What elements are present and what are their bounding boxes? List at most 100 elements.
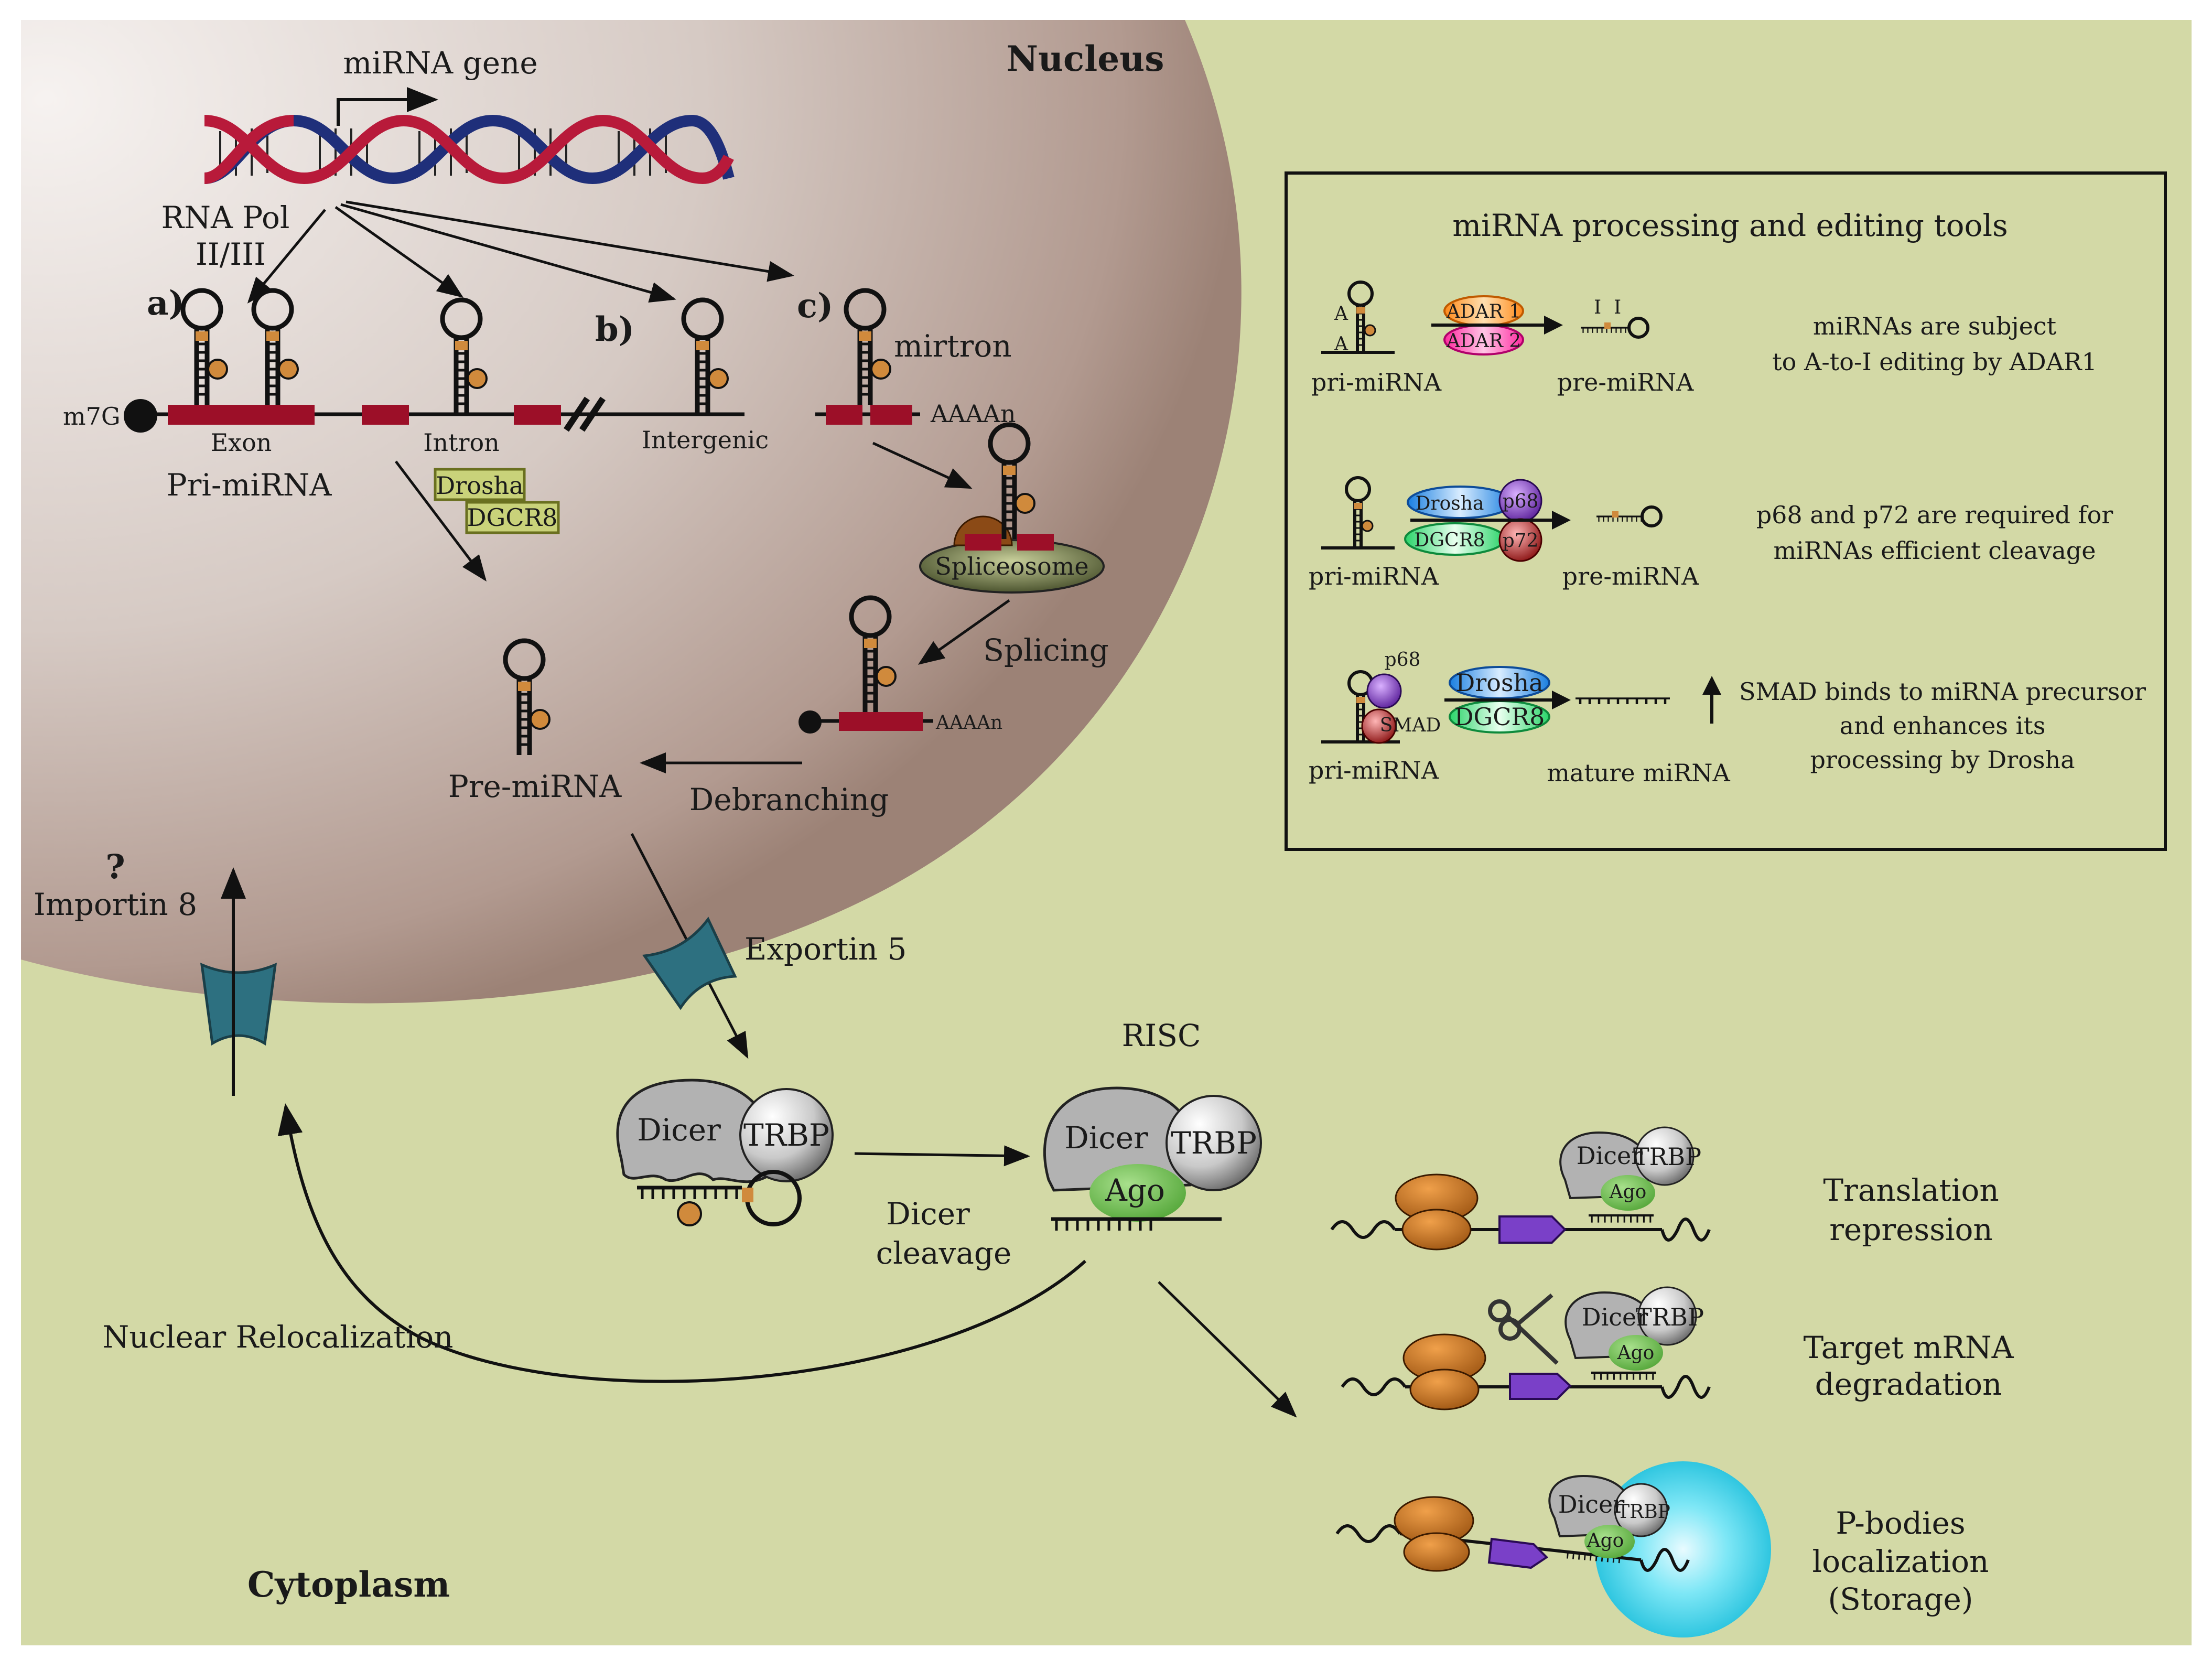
rna-pol-label-1: RNA Pol (161, 200, 290, 235)
outcome3-label-b: localization (1812, 1544, 1989, 1579)
dicer-complex (616, 1079, 834, 1226)
outcome1-trbp: TRBP (1633, 1143, 1701, 1171)
importin-8-channel (200, 962, 277, 1046)
polya-label-2: AAAAn (935, 712, 1002, 734)
row1-right: pre-miRNA (1557, 368, 1694, 396)
row2-enz2: p68 (1503, 491, 1539, 512)
cap-label: m7G (63, 402, 121, 430)
outcome3-dicer: Dicer (1558, 1490, 1625, 1518)
row3-p68: p68 (1385, 649, 1421, 671)
path-a-label: a) (147, 284, 185, 323)
outcome1-label-a: Translation (1823, 1172, 1999, 1208)
scissors-icon (1488, 1293, 1559, 1365)
nuclear-relocalization-arrow (277, 1103, 1087, 1383)
svg-text:A: A (1334, 333, 1348, 355)
dicer-cleavage-label-2: cleavage (876, 1235, 1012, 1271)
outcome1-label-b: repression (1829, 1212, 1993, 1247)
spliced-lariat (799, 598, 933, 734)
gene-label: miRNA gene (343, 45, 537, 81)
row2-note2: miRNAs efficient cleavage (1774, 536, 2096, 565)
splicing-label: Splicing (983, 632, 1108, 668)
dgcr8-box-label: DGCR8 (467, 503, 558, 532)
svg-text:I: I (1594, 297, 1601, 318)
drosha-box-label: Drosha (436, 471, 523, 500)
row3-right: mature miRNA (1547, 759, 1730, 787)
splicing-arrow (918, 599, 1010, 665)
row1-left: pri-miRNA (1311, 368, 1442, 396)
tools-row-cleavage (1321, 478, 1663, 562)
drosha-processing-arrow (395, 460, 487, 581)
outcome2-label-b: degradation (1815, 1366, 2002, 1402)
risc-complex (1043, 1086, 1262, 1231)
cytoplasm-title: Cytoplasm (247, 1564, 450, 1605)
to-spliceosome-arrow (872, 441, 973, 489)
risc-label: RISC (1122, 1018, 1201, 1053)
spliceosome-label: Spliceosome (935, 552, 1088, 580)
pre-mirna-label: Pre-miRNA (448, 769, 622, 804)
row1-enz1: ADAR 1 (1446, 301, 1521, 322)
pri-mirna-label: Pri-miRNA (167, 467, 332, 503)
m7g-cap (124, 399, 157, 433)
row1-enz2: ADAR 2 (1446, 330, 1521, 352)
row3-left: pri-miRNA (1309, 756, 1439, 784)
pri-mirna-transcript (124, 290, 744, 433)
dicer-label: Dicer (637, 1112, 721, 1148)
outcome3-label-c: (Storage) (1828, 1581, 1973, 1617)
exon-block-2 (362, 405, 409, 425)
drosha-dgcr8-complex (434, 468, 560, 534)
mrna-degradation-scene (1341, 1286, 1711, 1410)
path-c-label: c) (797, 286, 833, 326)
outcome3-ago: Ago (1587, 1530, 1624, 1552)
row2-enz4: p72 (1503, 530, 1539, 552)
trbp-label: TRBP (743, 1117, 829, 1153)
risc-trbp-label: TRBP (1171, 1125, 1257, 1161)
mirtron-label: mirtron (894, 328, 1012, 364)
intergenic-label: Intergenic (642, 426, 769, 454)
row2-note1: p68 and p72 are required for (1756, 501, 2113, 529)
outcome3-trbp: TRBP (1617, 1501, 1670, 1523)
transcription-arrows (247, 200, 794, 304)
exportin-5-channel (642, 917, 737, 1010)
intron-label: Intron (423, 428, 500, 457)
transcription-start-arrow (337, 87, 438, 126)
outcome2-ago: Ago (1617, 1342, 1655, 1364)
outcome2-trbp: TRBP (1636, 1303, 1704, 1331)
row3-enz1: Drosha (1455, 669, 1543, 697)
importin-question: ? (105, 847, 125, 887)
row1-note2: to A-to-I editing by ADAR1 (1772, 348, 2097, 376)
nuclear-relocalization-label: Nuclear Relocalization (102, 1319, 453, 1355)
row3-note3: processing by Drosha (1810, 746, 2075, 774)
row2-right: pre-miRNA (1562, 562, 1699, 590)
risc-ago-label: Ago (1105, 1172, 1165, 1208)
svg-text:I: I (1614, 297, 1621, 318)
nucleus-body (21, 20, 1242, 1004)
translation-repression-scene (1330, 1126, 1711, 1251)
risc-outcome-arrow (1158, 1281, 1297, 1418)
outcome2-label-a: Target mRNA (1804, 1330, 2014, 1365)
path-b-label: b) (595, 310, 634, 349)
risc-dicer-label: Dicer (1064, 1120, 1148, 1156)
tools-row-editing: A A I I (1321, 282, 1649, 355)
dicer-to-risc-arrow (854, 1145, 1030, 1167)
debranching-label: Debranching (689, 782, 889, 817)
tools-title: miRNA processing and editing tools (1452, 208, 2008, 243)
dicer-cleavage-label-1: Dicer (886, 1196, 970, 1232)
row3-note2: and enhances its (1840, 712, 2046, 740)
polya-label: AAAAn (930, 400, 1016, 428)
row3-smad: SMAD (1380, 715, 1441, 736)
importin-label: Importin 8 (34, 887, 197, 922)
exportin-label: Exportin 5 (744, 931, 907, 967)
spliceosome-complex (919, 425, 1105, 594)
row3-note1: SMAD binds to miRNA precursor (1739, 677, 2146, 706)
row2-enz3: DGCR8 (1414, 530, 1485, 551)
p-body-scene (1335, 1461, 1771, 1637)
exon-label: Exon (211, 428, 272, 457)
outcome2-dicer: Dicer (1582, 1303, 1648, 1331)
outcome1-ago: Ago (1609, 1181, 1647, 1203)
tools-panel: miRNA processing and editing tools A A I… (1285, 171, 2167, 851)
row2-enz1: Drosha (1416, 493, 1484, 514)
outcome3-label-a: P-bodies (1836, 1505, 1965, 1541)
svg-text:A: A (1334, 303, 1348, 325)
